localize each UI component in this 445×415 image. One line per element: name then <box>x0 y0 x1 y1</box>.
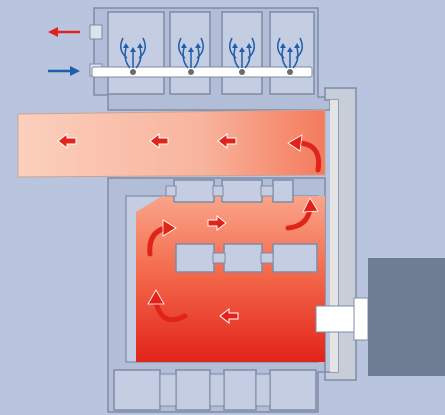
air-flow-group <box>57 132 322 325</box>
shaft-coupling <box>353 297 369 341</box>
coolant-spray-icon <box>178 37 204 69</box>
core-row-upper <box>173 179 294 203</box>
pipe-nozzles <box>130 69 293 75</box>
duct-left-arrow-icon <box>217 132 237 150</box>
hot-air-duct <box>17 109 326 178</box>
inflow-arrow-icon <box>48 66 80 76</box>
top-housing <box>89 7 331 111</box>
core-row-bottom <box>113 369 317 411</box>
chamber-curve-left-arrow-icon <box>147 289 188 323</box>
chamber-curve-up-arrow-icon <box>147 219 177 257</box>
hot-chamber <box>136 196 325 362</box>
chamber-curve-exit-arrow-icon <box>285 197 319 231</box>
duct-curve-arrow-icon <box>287 134 322 173</box>
duct-left-arrow-icon <box>149 132 169 150</box>
core-row-upper-links <box>165 185 274 197</box>
core-row-bottom-links <box>159 373 271 407</box>
core-row-middle <box>175 243 318 273</box>
chamber-left-arrow-icon <box>219 307 239 325</box>
coolant-spray-group <box>120 37 303 69</box>
motor-block <box>368 258 445 376</box>
chamber-right-arrow-icon <box>207 214 227 232</box>
coolant-spray-icon <box>229 37 255 69</box>
coolant-pipe <box>91 66 313 78</box>
coolant-spray-icon <box>277 37 303 69</box>
core-row-middle-links <box>212 252 274 264</box>
outflow-arrow-icon <box>48 27 80 37</box>
duct-left-arrow-icon <box>57 132 77 150</box>
coolant-spray-icon <box>120 37 146 69</box>
